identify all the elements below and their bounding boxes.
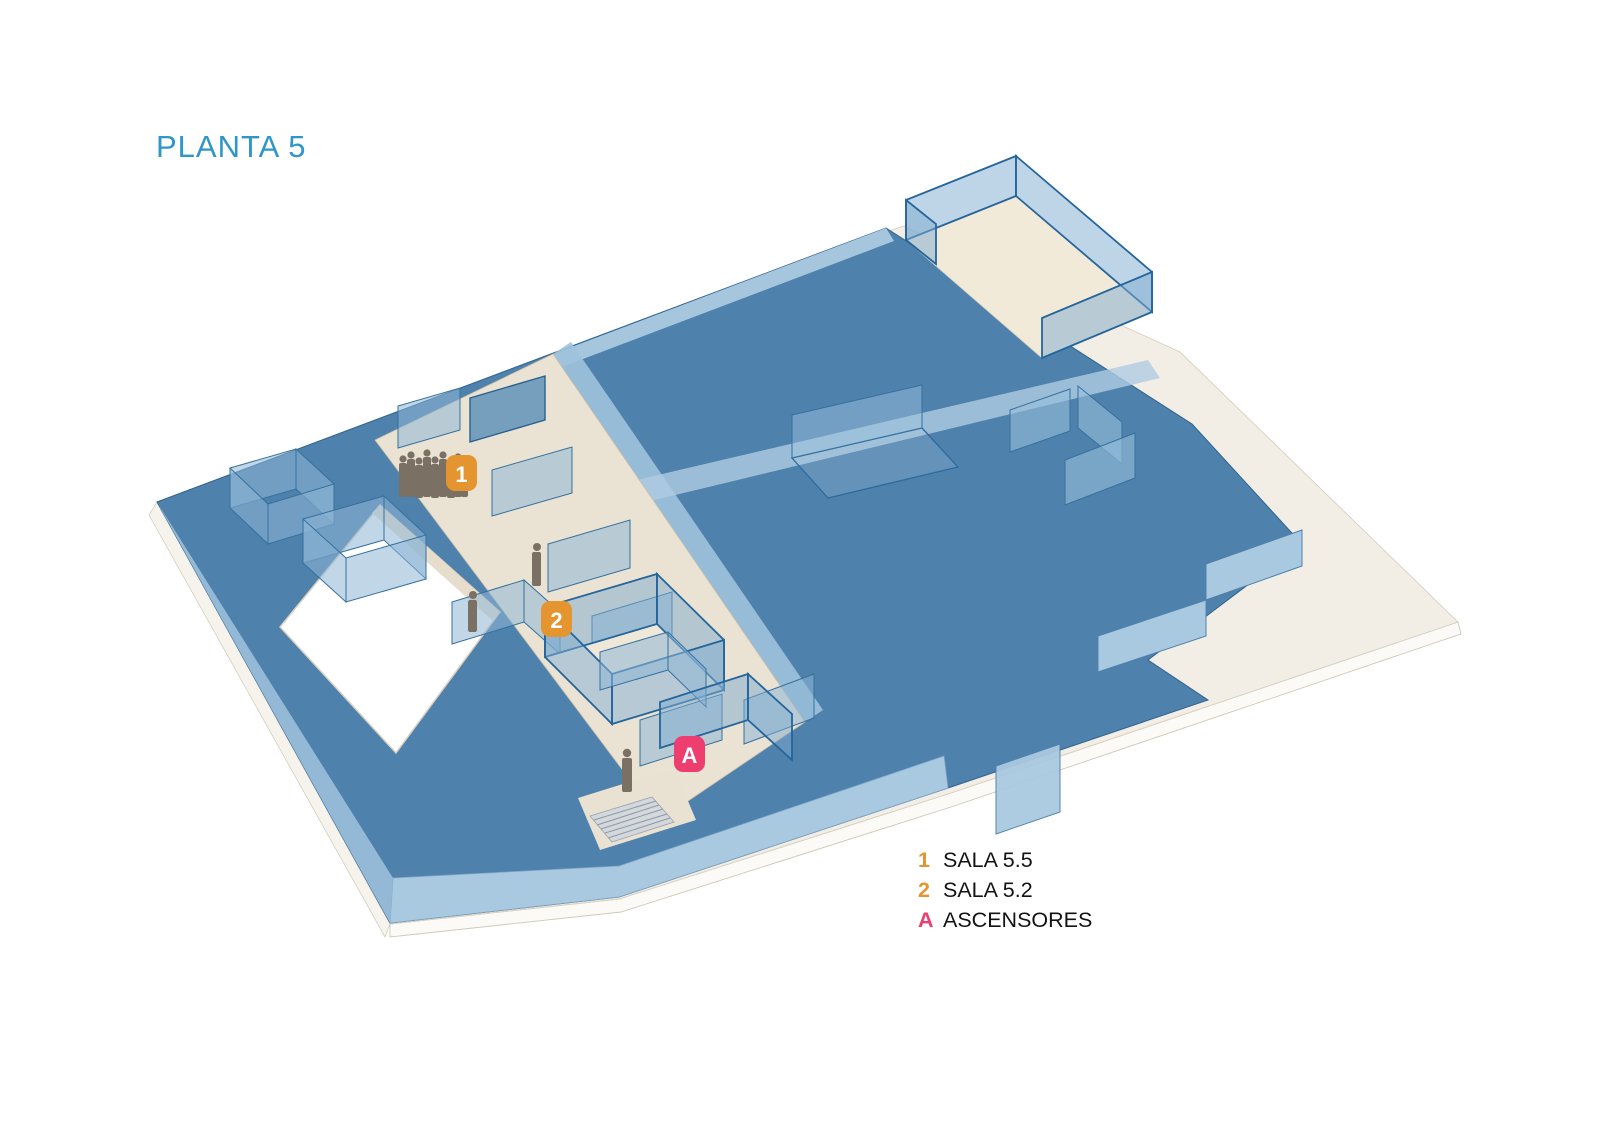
legend-label: ASCENSORES xyxy=(943,908,1093,932)
marker-1-badge xyxy=(446,455,477,491)
marker-2-badge xyxy=(541,601,572,637)
legend-label: SALA 5.2 xyxy=(943,878,1033,902)
page-title: PLANTA 5 xyxy=(156,129,307,164)
person-figure xyxy=(532,543,541,586)
legend-key-a: A xyxy=(918,908,934,932)
marker-2-label: 2 xyxy=(550,608,562,633)
person-figure xyxy=(468,591,477,632)
through-wall-band xyxy=(560,360,1160,520)
legend: 1 SALA 5.5 2 SALA 5.2 A ASCENSORES xyxy=(918,845,1092,935)
elevator-core xyxy=(544,571,793,763)
marker-1: 1 xyxy=(446,455,477,491)
legend-key-1: 1 xyxy=(918,848,930,872)
legend-item-sala-5-2: 2 SALA 5.2 xyxy=(918,875,1092,905)
marker-a: A xyxy=(674,736,705,772)
marker-2: 2 xyxy=(541,601,572,637)
slab-partitions xyxy=(790,384,1136,506)
legend-item-sala-5-5: 1 SALA 5.5 xyxy=(918,845,1092,875)
stairs xyxy=(578,768,696,850)
person-figure xyxy=(622,748,632,792)
slab-edge-highlight xyxy=(553,228,894,367)
marker-a-label: A xyxy=(682,743,698,768)
legend-label: SALA 5.5 xyxy=(943,848,1033,872)
terrace xyxy=(905,154,1153,360)
legend-key-2: 2 xyxy=(918,878,930,902)
legend-item-ascensores: A ASCENSORES xyxy=(918,905,1092,935)
marker-a-badge xyxy=(674,736,705,772)
slab-fascia xyxy=(157,502,1303,924)
marker-1-label: 1 xyxy=(455,462,467,487)
corridor-cut-face xyxy=(553,342,823,722)
